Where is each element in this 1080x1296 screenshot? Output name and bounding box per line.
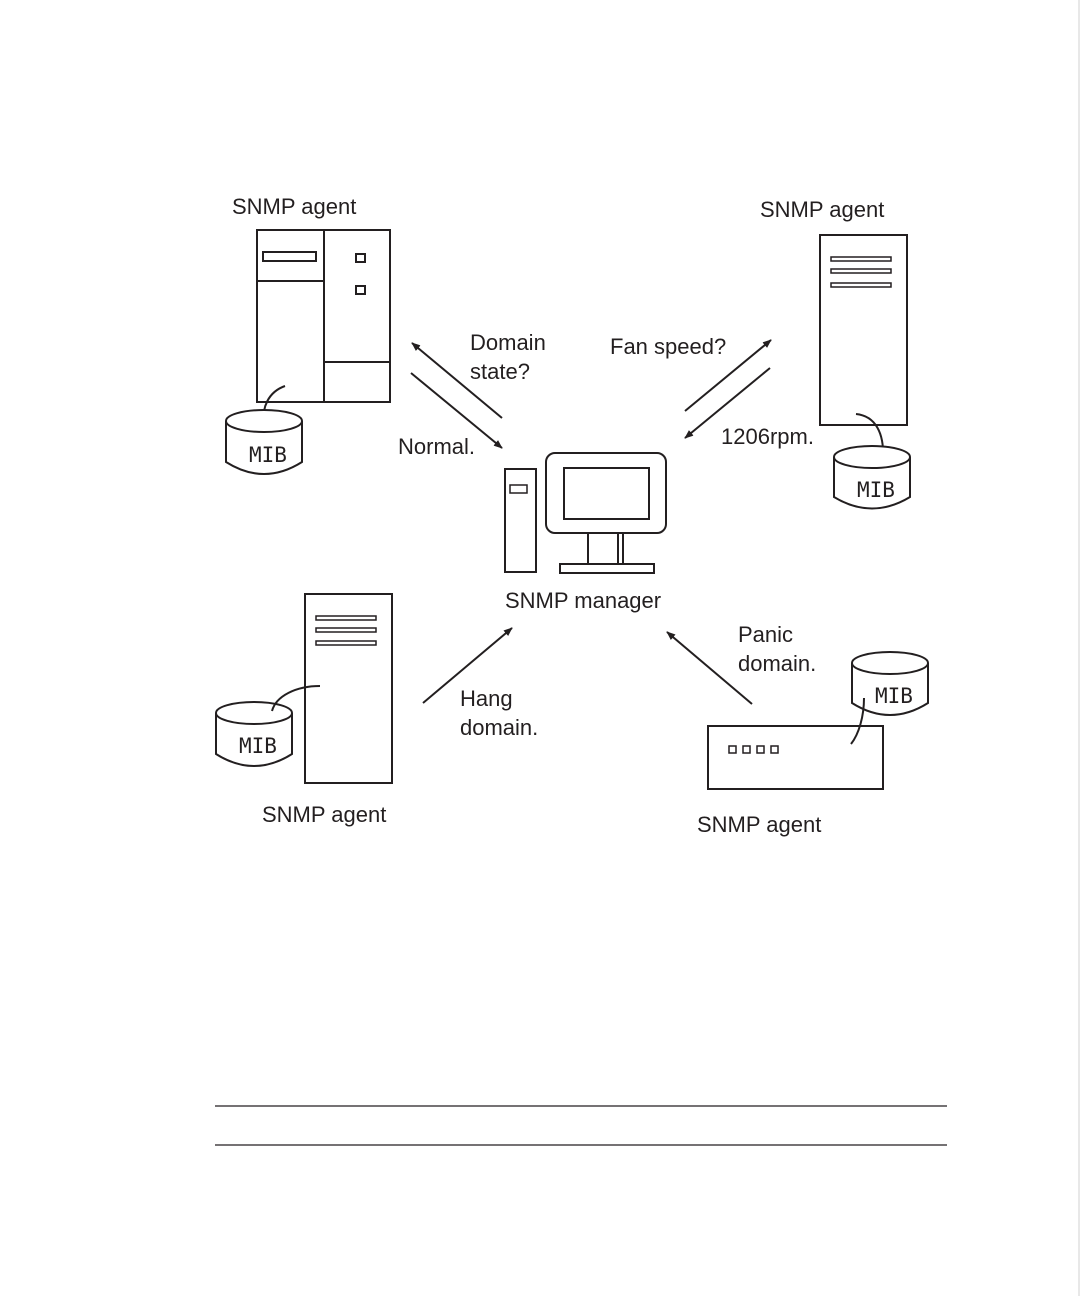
exchange-bottom-right: Panic domain.: [667, 622, 816, 704]
exchange-top-left: Domain state? Normal.: [398, 330, 546, 459]
msg-domain-state-line2: state?: [470, 359, 530, 384]
mib-label: MIB: [239, 734, 277, 758]
msg-rpm: 1206rpm.: [721, 424, 814, 449]
agent-label-top-right: SNMP agent: [760, 197, 884, 222]
mib-database-icon: MIB: [216, 702, 292, 766]
agent-label-bottom-right: SNMP agent: [697, 812, 821, 837]
agent-label-bottom-left: SNMP agent: [262, 802, 386, 827]
msg-hang-line2: domain.: [460, 715, 538, 740]
agent-bottom-right: MIB SNMP agent: [697, 652, 928, 837]
snmp-manager: SNMP manager: [505, 453, 666, 613]
exchange-bottom-left: Hang domain.: [423, 628, 538, 740]
mib-database-icon: MIB: [226, 410, 302, 474]
msg-fan-speed: Fan speed?: [610, 334, 726, 359]
workstation-icon: [505, 453, 666, 573]
mib-label: MIB: [857, 478, 895, 502]
server-tower-slim-icon: [305, 594, 392, 783]
mib-database-icon: MIB: [834, 446, 910, 509]
server-tower-wide-icon: [257, 230, 390, 402]
agent-label-top-left: SNMP agent: [232, 194, 356, 219]
msg-panic-line1: Panic: [738, 622, 793, 647]
exchange-top-right: Fan speed? 1206rpm.: [610, 334, 814, 449]
manager-label: SNMP manager: [505, 588, 661, 613]
mib-label: MIB: [875, 684, 913, 708]
agent-bottom-left: MIB SNMP agent: [216, 594, 392, 827]
msg-hang-line1: Hang: [460, 686, 513, 711]
server-tower-slim-icon: [820, 235, 907, 425]
mib-label: MIB: [249, 443, 287, 467]
agent-top-right: SNMP agent MIB: [760, 197, 910, 509]
msg-normal: Normal.: [398, 434, 475, 459]
msg-panic-line2: domain.: [738, 651, 816, 676]
agent-top-left: SNMP agent MIB: [226, 194, 390, 474]
msg-domain-state-line1: Domain: [470, 330, 546, 355]
